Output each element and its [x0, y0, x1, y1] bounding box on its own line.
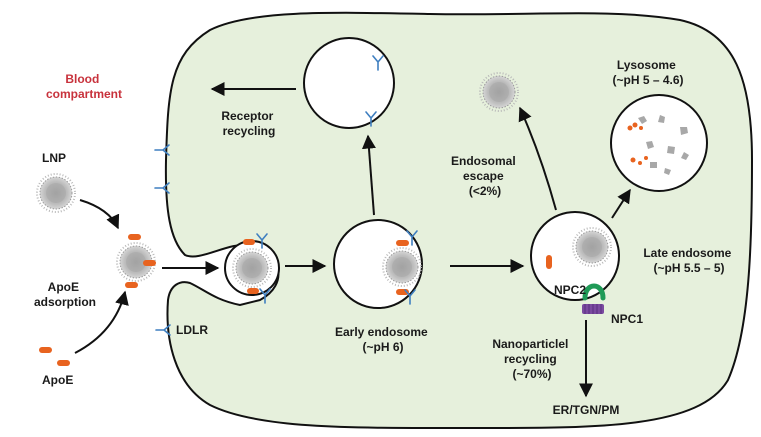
npc2-icon: [582, 283, 606, 301]
endosomal-escape-label: Endosomal escape (<2%): [451, 154, 519, 198]
late-endosome-label: Late endosome (~pH 5.5 – 5): [643, 246, 734, 275]
apoe-particle: [39, 347, 52, 353]
recycling-vesicle: [303, 37, 395, 129]
degraded-fragments: [638, 115, 689, 175]
apoe-particle: [396, 240, 409, 246]
apoe-label: ApoE: [42, 373, 73, 387]
lnp-icon: [36, 173, 76, 213]
lnp-label: LNP: [42, 151, 66, 165]
blood-compartment-label: Blood compartment: [46, 72, 122, 101]
apoe-particle: [243, 239, 255, 245]
early-endosome-label: Early endosome (~pH 6): [335, 325, 431, 354]
npc2-label: NPC2: [554, 283, 586, 297]
npc1-label: NPC1: [611, 312, 643, 326]
lysosome-label: Lysosome (~pH 5 – 4.6): [612, 58, 683, 87]
arrow-endosomal-escape: [518, 106, 557, 211]
arrow-late-to-lysosome: [611, 188, 631, 219]
arrow-lnp-to-complex: [79, 199, 120, 230]
arrow-early-to-recycling: [361, 134, 376, 216]
er-tgn-pm-label: ER/TGN/PM: [553, 403, 620, 417]
apoe-particle: [247, 288, 259, 294]
arrow-apoe-to-complex: [74, 290, 129, 354]
cell-membrane: [164, 11, 754, 430]
apoe-particle: [128, 234, 141, 240]
apoe-particle: [57, 360, 70, 366]
lysosome: [610, 94, 708, 192]
nanoparticle-recycling-label: Nanoparticlel recycling (~70%): [492, 337, 571, 381]
apoe-adsorption-label: ApoE adsorption: [34, 280, 96, 309]
degraded-apoe: [627, 122, 648, 165]
ldlr-label: LDLR: [176, 323, 208, 337]
receptor-recycling-label: Receptor recycling: [221, 109, 276, 138]
npc1-icon: [582, 304, 604, 314]
apoe-particle: [125, 282, 138, 288]
apoe-particle: [143, 260, 156, 266]
apoe-particle: [546, 255, 552, 269]
